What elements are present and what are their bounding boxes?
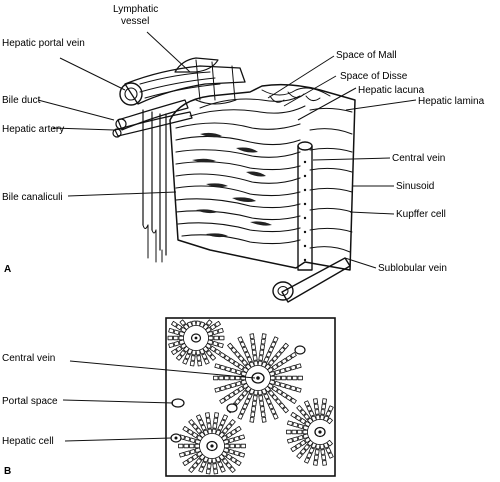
label-central-vein-a: Central vein (392, 153, 445, 164)
panel-b-leaders (62, 360, 256, 442)
label-space-of-mall: Space of Mall (336, 50, 397, 61)
panel-b-labels: Central vein Portal space Hepatic cell B (2, 353, 58, 477)
panel-label-b: B (4, 466, 11, 477)
sinusoids-front (192, 132, 272, 238)
label-sublobular-vein: Sublobular vein (378, 263, 447, 274)
label-space-of-disse: Space of Disse (340, 71, 408, 82)
label-hepatic-artery: Hepatic artery (2, 124, 64, 135)
hepatic-laminae-front (175, 122, 301, 245)
label-bile-duct: Bile duct (2, 95, 41, 106)
label-sinusoid: Sinusoid (396, 181, 434, 192)
central-vein-a (297, 141, 313, 271)
hepatic-cell-cords (167, 319, 334, 475)
label-hepatic-lacuna: Hepatic lacuna (358, 85, 425, 96)
label-bile-canaliculi: Bile canaliculi (2, 192, 63, 203)
panel-a-labels: Lymphatic vessel Hepatic portal vein Bil… (2, 4, 485, 275)
label-lymphatic-vessel-2: vessel (121, 16, 149, 27)
lobule-block (169, 83, 356, 271)
left-vertical-vessels (142, 109, 167, 263)
panel-a-leaders (37, 31, 417, 269)
panel-a-illustration (112, 57, 356, 303)
panel-label-a: A (4, 264, 11, 275)
hepatic-laminae-side (309, 107, 353, 253)
panel-b-illustration (165, 317, 336, 477)
label-hepatic-cell: Hepatic cell (2, 436, 54, 447)
label-portal-space: Portal space (2, 396, 58, 407)
label-kupffer-cell: Kupffer cell (396, 209, 446, 220)
label-hepatic-lamina: Hepatic lamina (418, 96, 485, 107)
label-hepatic-portal-vein: Hepatic portal vein (2, 38, 85, 49)
label-central-vein-b: Central vein (2, 353, 55, 364)
label-lymphatic-vessel-1: Lymphatic (113, 4, 158, 15)
hepatic-laminae-top (189, 87, 331, 117)
portal-triad (112, 57, 246, 138)
portal-spaces-b (170, 345, 306, 443)
central-veins-b (190, 333, 326, 452)
